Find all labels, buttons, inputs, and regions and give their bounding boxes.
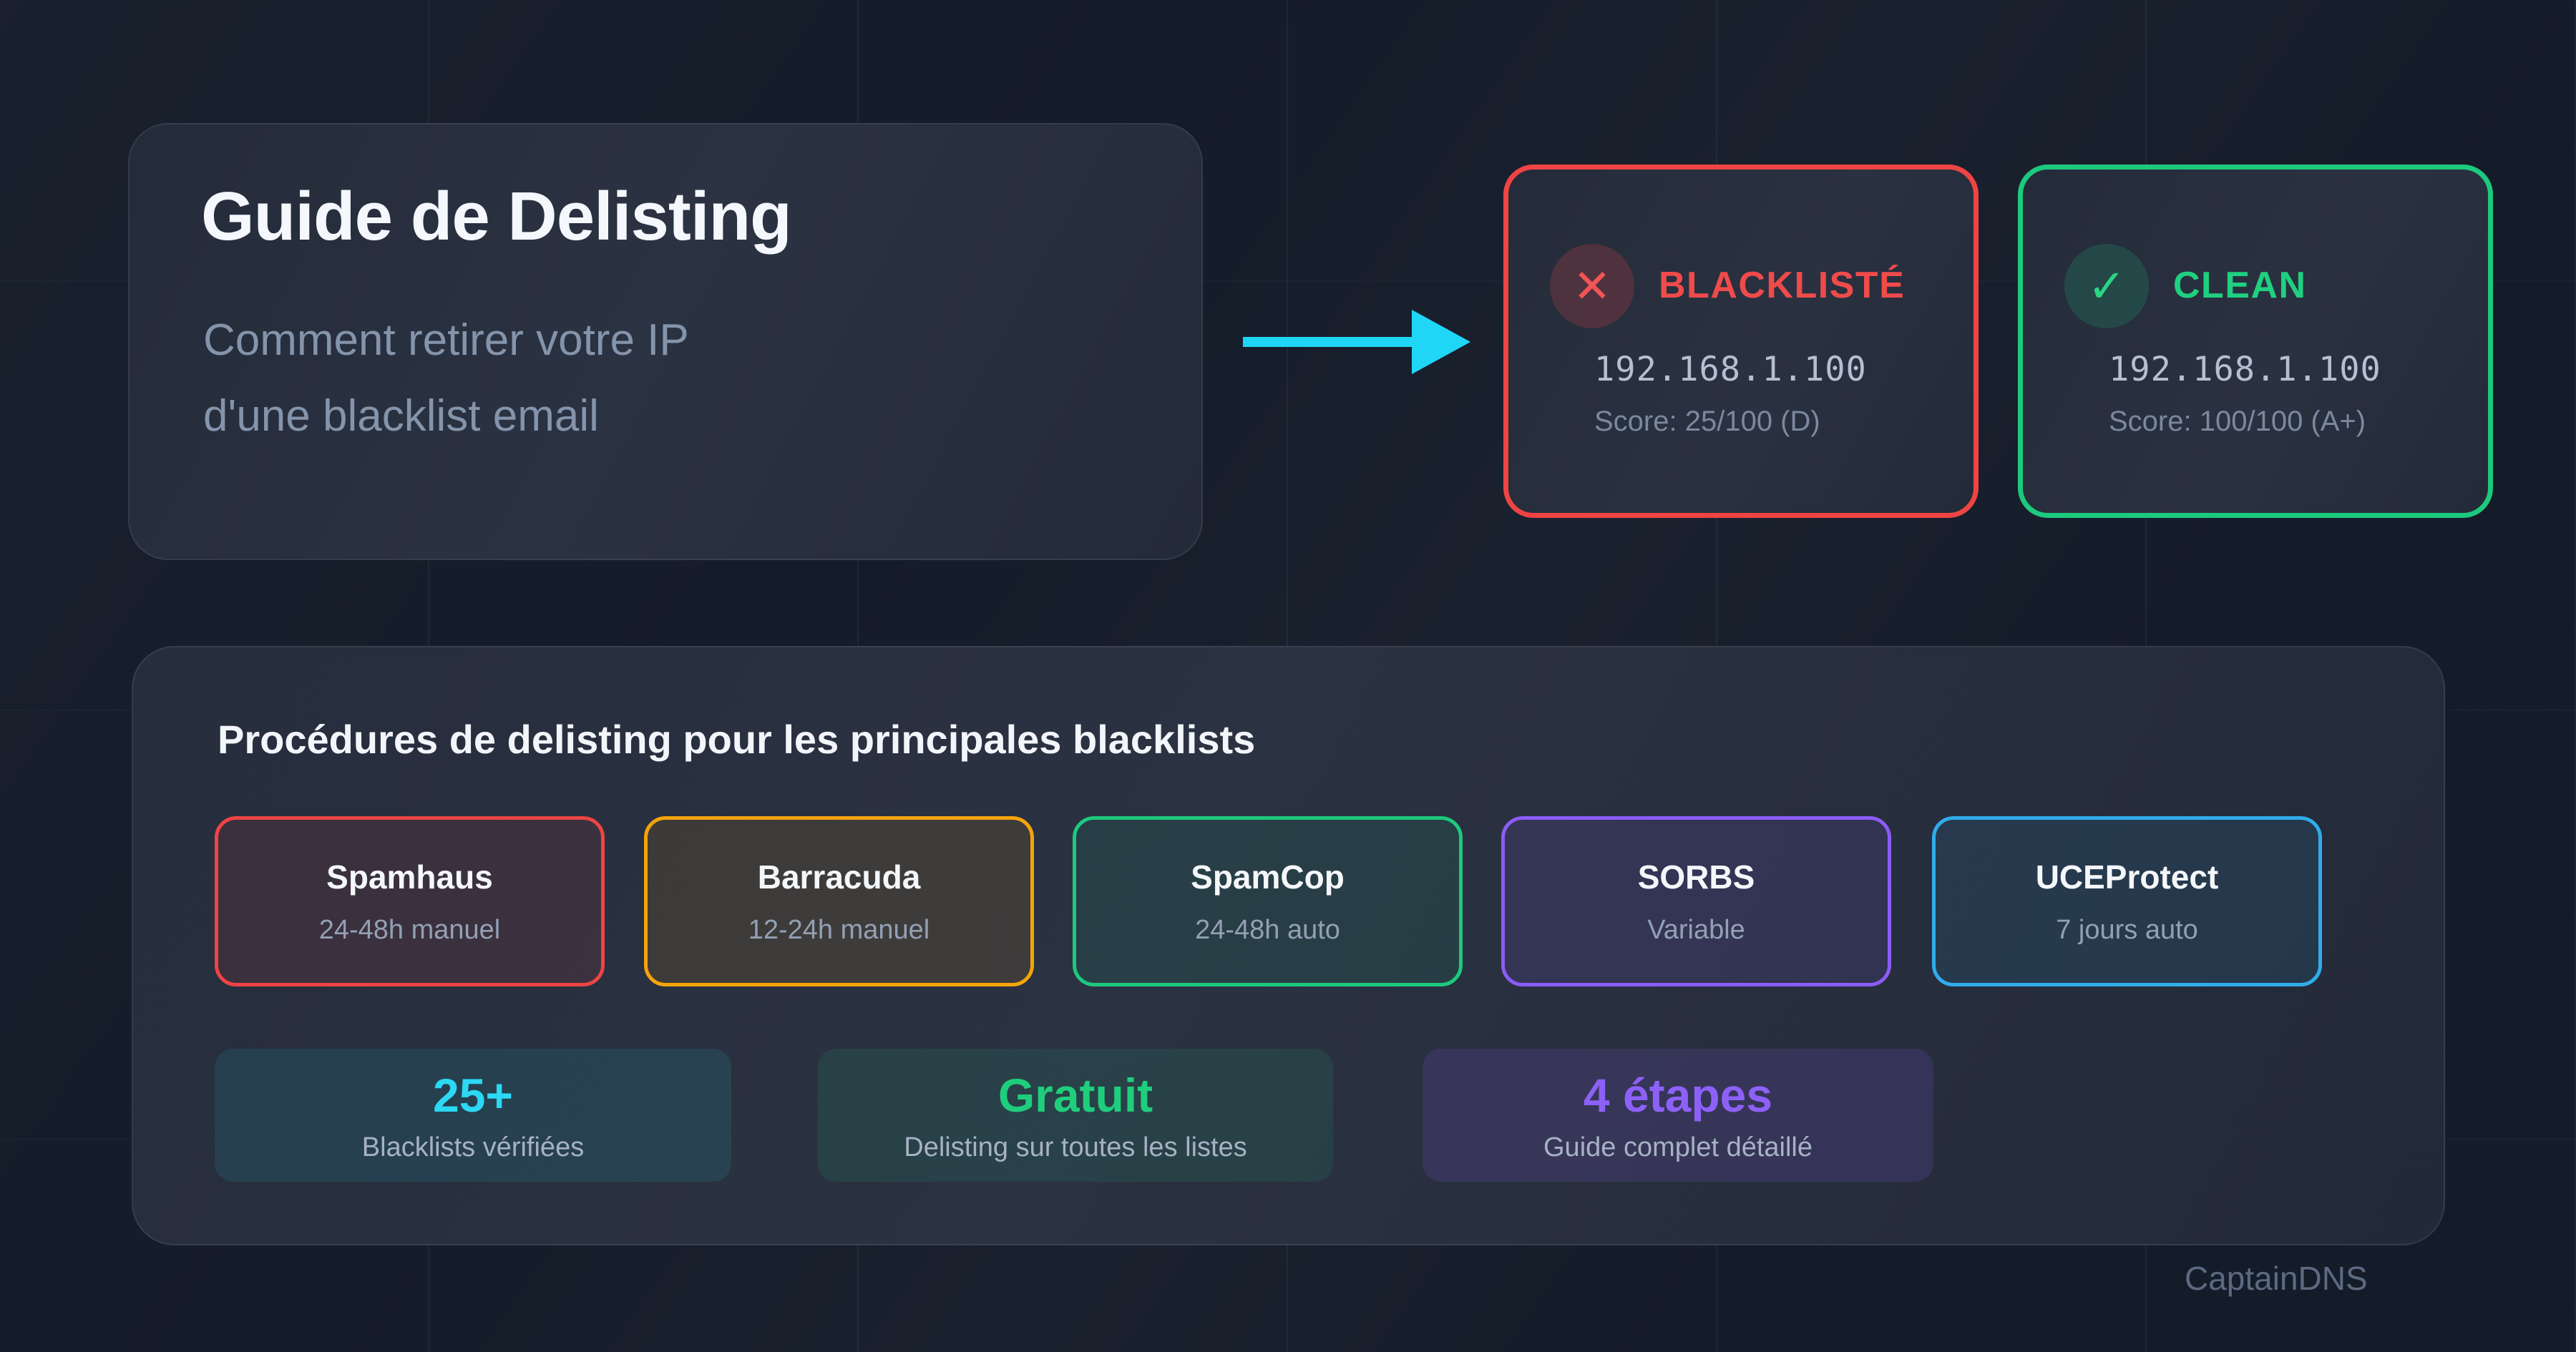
- reputation-score: Score: 100/100 (A+): [2109, 406, 2366, 437]
- status-card-clean: ✓ CLEAN 192.168.1.100 Score: 100/100 (A+…: [2018, 165, 2493, 518]
- stat-value: 4 étapes: [1583, 1068, 1773, 1122]
- blacklist-delay: 24-48h manuel: [318, 914, 501, 945]
- reputation-score: Score: 25/100 (D): [1594, 406, 1820, 437]
- cross-icon: ✕: [1573, 260, 1611, 312]
- blacklist-delay: 7 jours auto: [2056, 914, 2198, 945]
- status-card-blacklisted: ✕ BLACKLISTÉ 192.168.1.100 Score: 25/100…: [1503, 165, 1979, 518]
- blacklist-name: SpamCop: [1191, 858, 1345, 896]
- panel-title: Procédures de delisting pour les princip…: [218, 717, 1256, 762]
- stat-box-steps: 4 étapes Guide complet détaillé: [1423, 1049, 1933, 1182]
- stat-value: 25+: [433, 1068, 513, 1122]
- blacklist-card-spamhaus: Spamhaus 24-48h manuel: [215, 816, 605, 986]
- blacklist-card-barracuda: Barracuda 12-24h manuel: [644, 816, 1034, 986]
- check-badge: ✓: [2064, 244, 2149, 328]
- stat-label: Guide complet détaillé: [1543, 1132, 1813, 1162]
- brand-watermark: CaptainDNS: [2185, 1260, 2368, 1297]
- stat-label: Delisting sur toutes les listes: [904, 1132, 1247, 1162]
- blacklist-delay: 24-48h auto: [1195, 914, 1340, 945]
- stat-value: Gratuit: [997, 1068, 1153, 1122]
- page-subtitle-line2: d'une blacklist email: [203, 391, 599, 441]
- page-subtitle-line1: Comment retirer votre IP: [203, 315, 689, 365]
- status-label: CLEAN: [2173, 265, 2307, 306]
- intro-card: Guide de Delisting Comment retirer votre…: [128, 123, 1203, 560]
- blacklist-name: SORBS: [1637, 858, 1755, 896]
- ip-address: 192.168.1.100: [1594, 350, 1867, 389]
- page-title: Guide de Delisting: [201, 178, 792, 255]
- stat-box-free: Gratuit Delisting sur toutes les listes: [818, 1049, 1333, 1182]
- procedures-panel: Procédures de delisting pour les princip…: [132, 646, 2445, 1245]
- stat-box-blacklists-count: 25+ Blacklists vérifiées: [215, 1049, 731, 1182]
- blacklist-card-spamcop: SpamCop 24-48h auto: [1073, 816, 1463, 986]
- blacklist-name: Spamhaus: [326, 858, 493, 896]
- blacklist-delay: Variable: [1647, 914, 1745, 945]
- blacklist-card-sorbs: SORBS Variable: [1501, 816, 1891, 986]
- cross-badge: ✕: [1550, 244, 1634, 328]
- right-arrow-icon: [1243, 310, 1470, 374]
- blacklist-card-uceprotect: UCEProtect 7 jours auto: [1932, 816, 2322, 986]
- stat-label: Blacklists vérifiées: [361, 1132, 585, 1162]
- check-icon: ✓: [2087, 260, 2126, 312]
- blacklist-name: UCEProtect: [2035, 858, 2219, 896]
- blacklist-delay: 12-24h manuel: [748, 914, 930, 945]
- ip-address: 192.168.1.100: [2109, 350, 2381, 389]
- blacklist-name: Barracuda: [757, 858, 921, 896]
- status-label: BLACKLISTÉ: [1659, 265, 1906, 306]
